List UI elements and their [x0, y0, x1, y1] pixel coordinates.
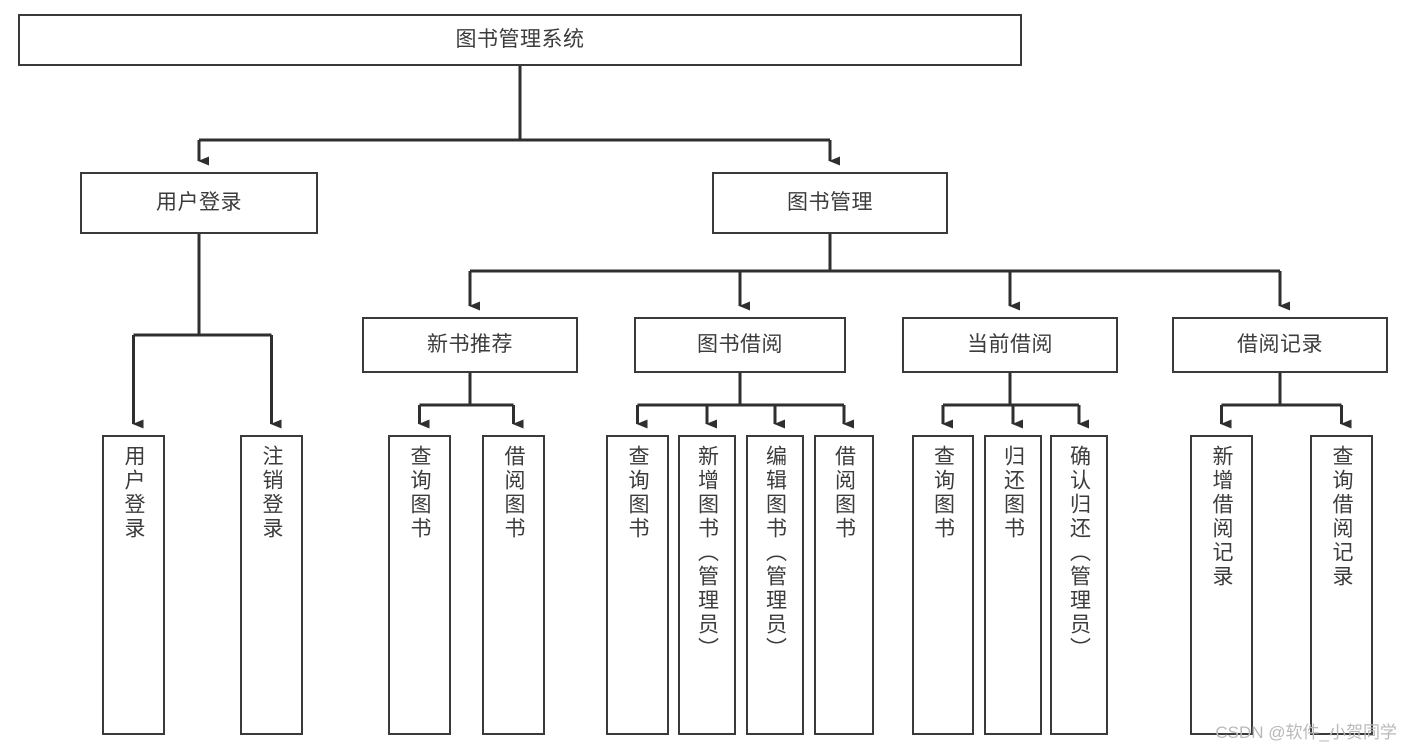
- node-label-new-book-rec: 新书推荐: [427, 332, 513, 356]
- node-leaf-borrow-book-1[interactable]: 借阅图书: [482, 435, 545, 735]
- node-label-root: 图书管理系统: [455, 27, 585, 51]
- node-leaf-add-book[interactable]: 新增图书（管理员）: [678, 435, 736, 735]
- node-book-manage[interactable]: 图书管理: [712, 172, 948, 234]
- node-leaf-user-login[interactable]: 用户登录: [102, 435, 165, 735]
- node-label-leaf-return-book: 归还图书: [1001, 445, 1025, 541]
- node-leaf-query-record[interactable]: 查询借阅记录: [1310, 435, 1373, 735]
- node-label-leaf-borrow-book-2: 借阅图书: [832, 445, 856, 541]
- node-leaf-query-book-1[interactable]: 查询图书: [388, 435, 451, 735]
- watermark-label: CSDN @软件_小贺同学: [1215, 723, 1397, 742]
- node-label-book-manage: 图书管理: [787, 190, 873, 214]
- node-label-leaf-add-record: 新增借阅记录: [1210, 445, 1233, 589]
- node-label-user-login: 用户登录: [156, 190, 242, 214]
- node-label-leaf-confirm-ret: 确认归还（管理员）: [1067, 445, 1091, 661]
- node-label-leaf-edit-book: 编辑图书（管理员）: [763, 445, 787, 661]
- node-leaf-query-book-3[interactable]: 查询图书: [912, 435, 974, 735]
- node-label-leaf-user-logout: 注销登录: [260, 445, 283, 541]
- node-label-leaf-query-book-3: 查询图书: [931, 445, 955, 541]
- node-current-borrow[interactable]: 当前借阅: [902, 317, 1118, 373]
- node-label-current-borrow: 当前借阅: [967, 332, 1053, 356]
- node-leaf-add-record[interactable]: 新增借阅记录: [1190, 435, 1253, 735]
- node-book-borrow[interactable]: 图书借阅: [634, 317, 846, 373]
- node-root[interactable]: 图书管理系统: [18, 14, 1022, 66]
- node-label-leaf-add-book: 新增图书（管理员）: [695, 445, 719, 661]
- node-label-leaf-borrow-book-1: 借阅图书: [502, 445, 525, 541]
- node-leaf-edit-book[interactable]: 编辑图书（管理员）: [746, 435, 804, 735]
- node-label-leaf-query-book-2: 查询图书: [626, 445, 649, 541]
- node-leaf-query-book-2[interactable]: 查询图书: [606, 435, 669, 735]
- node-leaf-user-logout[interactable]: 注销登录: [240, 435, 303, 735]
- node-leaf-borrow-book-2[interactable]: 借阅图书: [814, 435, 874, 735]
- node-label-leaf-query-record: 查询借阅记录: [1330, 445, 1353, 589]
- node-new-book-rec[interactable]: 新书推荐: [362, 317, 578, 373]
- node-label-leaf-user-login: 用户登录: [122, 445, 145, 541]
- node-borrow-record[interactable]: 借阅记录: [1172, 317, 1388, 373]
- node-user-login[interactable]: 用户登录: [80, 172, 318, 234]
- node-leaf-return-book[interactable]: 归还图书: [984, 435, 1042, 735]
- node-label-borrow-record: 借阅记录: [1237, 332, 1323, 356]
- node-label-book-borrow: 图书借阅: [697, 332, 783, 356]
- node-leaf-confirm-ret[interactable]: 确认归还（管理员）: [1050, 435, 1108, 735]
- node-label-leaf-query-book-1: 查询图书: [408, 445, 431, 541]
